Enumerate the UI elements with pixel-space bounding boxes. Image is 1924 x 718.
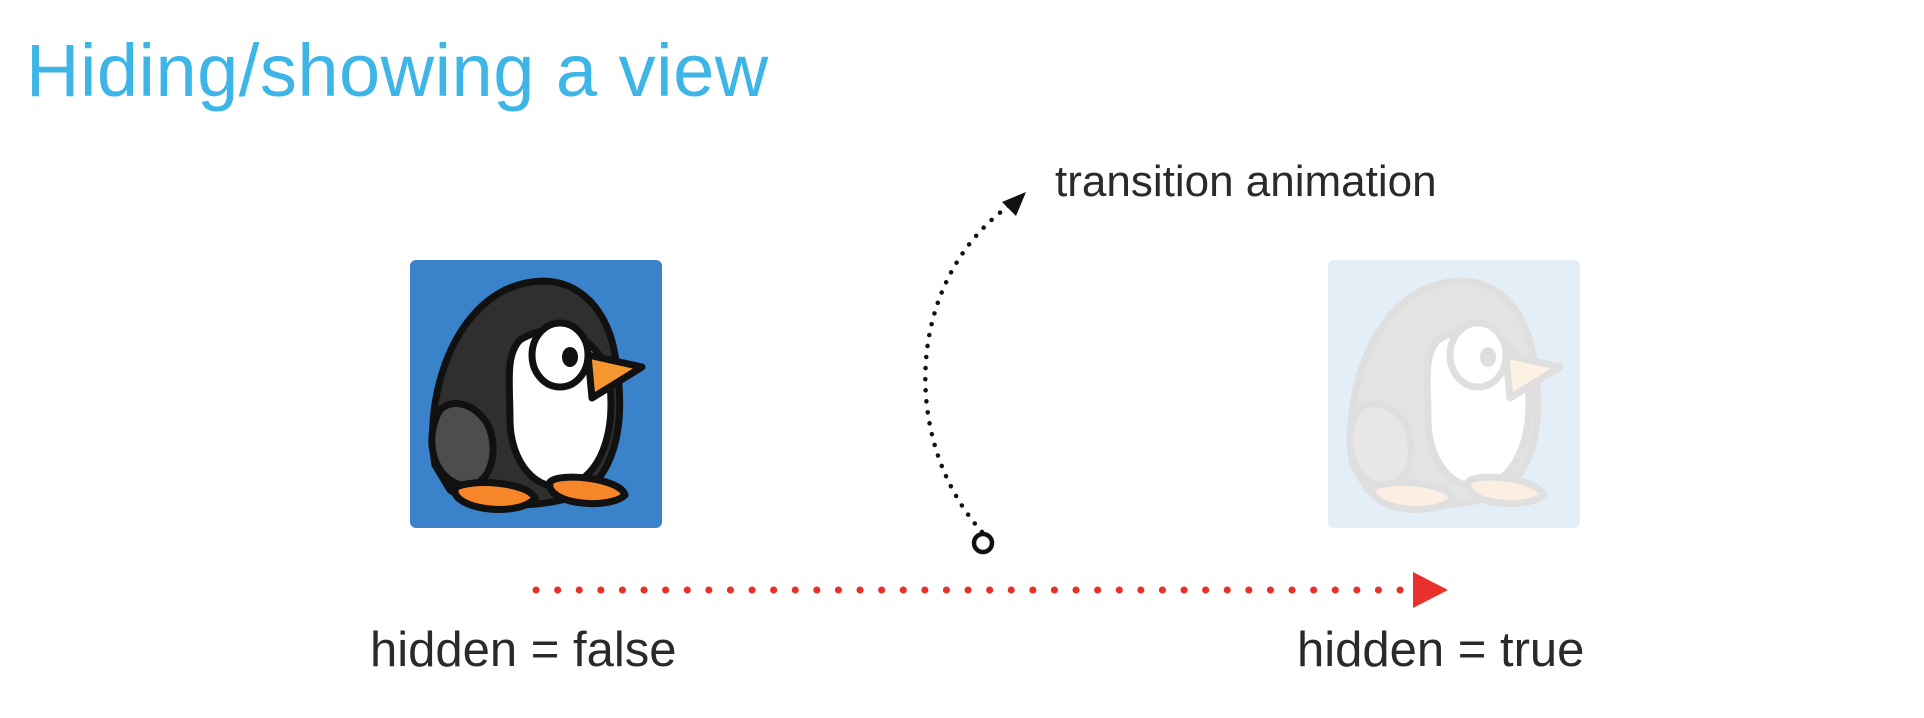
transition-animation-label: transition animation bbox=[1055, 157, 1437, 206]
hidden-true-label: hidden = true bbox=[1297, 623, 1585, 677]
penguin-icon bbox=[1346, 277, 1564, 513]
penguin-icon bbox=[428, 277, 646, 513]
visible-view-tile bbox=[410, 260, 662, 528]
transition-origin-circle bbox=[971, 531, 995, 555]
state-change-arrowhead bbox=[1413, 572, 1448, 608]
page-title: Hiding/showing a view bbox=[26, 29, 769, 112]
hidden-view-tile bbox=[1328, 260, 1580, 528]
transition-arrowhead bbox=[1002, 192, 1026, 216]
hidden-false-label: hidden = false bbox=[370, 623, 677, 677]
transition-arrow bbox=[923, 202, 1013, 535]
